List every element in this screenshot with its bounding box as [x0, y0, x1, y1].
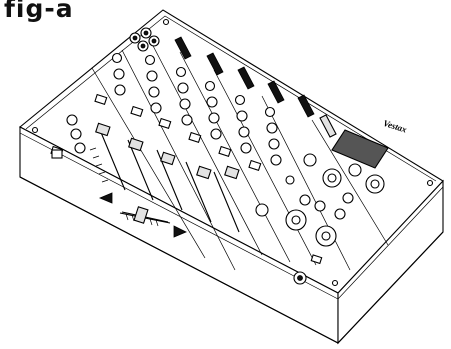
rca-jacks [129, 27, 160, 52]
level-meters [174, 36, 337, 138]
channel-buttons [50, 93, 262, 172]
power-switch [51, 149, 63, 159]
left-arrow-icon [98, 192, 113, 204]
right-arrow-icon [173, 225, 187, 238]
crossfader [119, 206, 171, 227]
figure-label: fig-a [4, 0, 74, 23]
master-knobs [255, 153, 385, 247]
channel-knobs [66, 52, 282, 166]
headphone-button [310, 254, 323, 265]
display-panel [331, 129, 389, 169]
channel-faders [89, 122, 240, 233]
headphone-jack [293, 271, 307, 285]
